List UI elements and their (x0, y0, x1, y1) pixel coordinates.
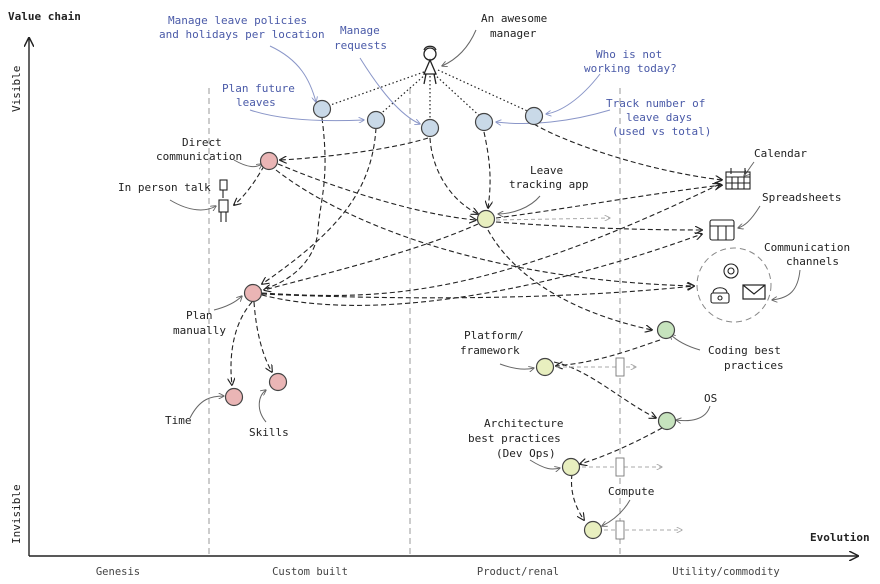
node-os (657, 411, 677, 431)
evolution-arrows (495, 218, 682, 540)
invisible-label: Invisible (10, 484, 23, 544)
stage-genesis: Genesis (96, 566, 140, 578)
manager-icon (423, 45, 437, 85)
email-icon (742, 284, 766, 300)
people-icon (218, 179, 229, 222)
need-annotation-arrows (249, 45, 611, 124)
y-axis-title: Value chain (8, 10, 81, 23)
node-leave-tracking-app (476, 209, 496, 229)
dependency-links (231, 117, 722, 520)
node-manage-policies (312, 99, 332, 119)
node-skills (268, 372, 288, 392)
calendar-icon (725, 168, 751, 190)
node-plan-manually (243, 283, 263, 303)
label-time: Time (165, 414, 192, 427)
label-os: OS (704, 392, 717, 405)
label-compute: Compute (608, 485, 654, 498)
node-compute (583, 520, 603, 540)
node-architecture (561, 457, 581, 477)
stage-utility: Utility/commodity (672, 566, 779, 578)
node-time (224, 387, 244, 407)
label-spreadsheets: Spreadsheets (762, 191, 841, 204)
node-manage-requests (420, 118, 440, 138)
stage-product: Product/renal (477, 566, 559, 578)
visible-label: Visible (10, 66, 23, 112)
phone-icon (710, 287, 730, 304)
user-need-links (321, 69, 535, 126)
node-plan-future-leaves (366, 110, 386, 130)
label-skills: Skills (249, 426, 289, 439)
x-axis-title: Evolution (810, 531, 870, 544)
node-direct-communication (259, 151, 279, 171)
node-coding-best-practices (656, 320, 676, 340)
component-nodes (224, 99, 677, 540)
spreadsheet-icon (709, 219, 735, 241)
node-platform-framework (535, 357, 555, 377)
label-calendar: Calendar (754, 147, 807, 160)
communication-channels-icon (696, 247, 772, 323)
axes (29, 38, 858, 556)
node-who-not-working (524, 106, 544, 126)
label-platform: Platform/framework (460, 329, 524, 357)
settings-icon (723, 263, 739, 279)
node-track-days (474, 112, 494, 132)
stage-custom-built: Custom built (272, 566, 348, 578)
annotation-arrows (169, 29, 801, 526)
label-in-person: In person talk (118, 181, 211, 194)
